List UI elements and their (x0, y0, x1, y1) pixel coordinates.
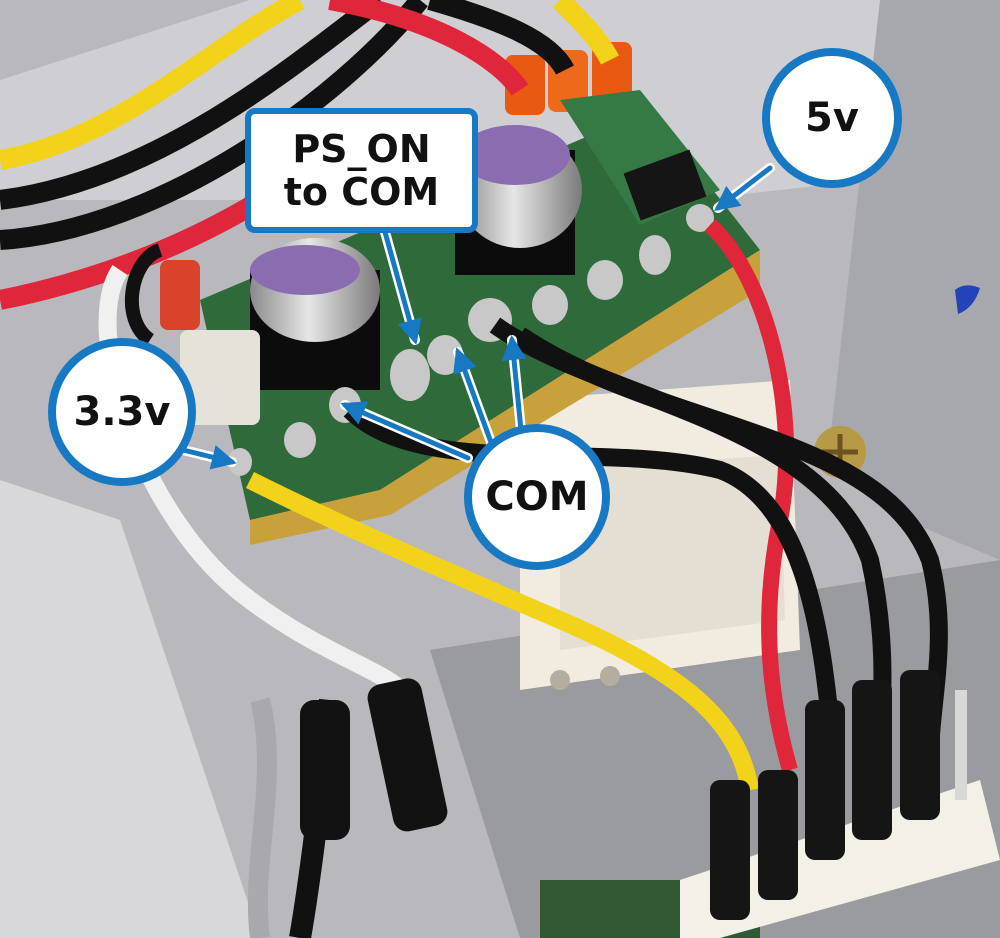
five-volt-arrow (714, 165, 773, 212)
blue-ink-mark (955, 285, 980, 314)
ps-on-callout: PS_ON to COM (245, 108, 478, 233)
three-volt-label: 3.3v (73, 389, 171, 435)
three-volt-callout: 3.3v (48, 338, 196, 486)
inductor (180, 330, 260, 425)
enclosure-left-wall (0, 480, 260, 938)
ps-on-label-line2: to COM (283, 169, 440, 214)
pin-header-connector (680, 670, 1000, 938)
ps-on-label-line1: PS_ON (292, 126, 431, 171)
com-arrow-2 (453, 347, 495, 448)
heat-shrink-tubes (300, 678, 448, 840)
com-label: COM (485, 474, 589, 520)
capacitor-left (250, 238, 380, 390)
yellow-wire (245, 471, 759, 792)
five-volt-callout: 5v (762, 48, 902, 188)
ps-on-arrow (382, 229, 422, 345)
com-arrow-3 (501, 335, 527, 443)
five-volt-label: 5v (805, 95, 859, 141)
com-arrow-1 (340, 401, 471, 461)
com-callout: COM (464, 424, 610, 570)
